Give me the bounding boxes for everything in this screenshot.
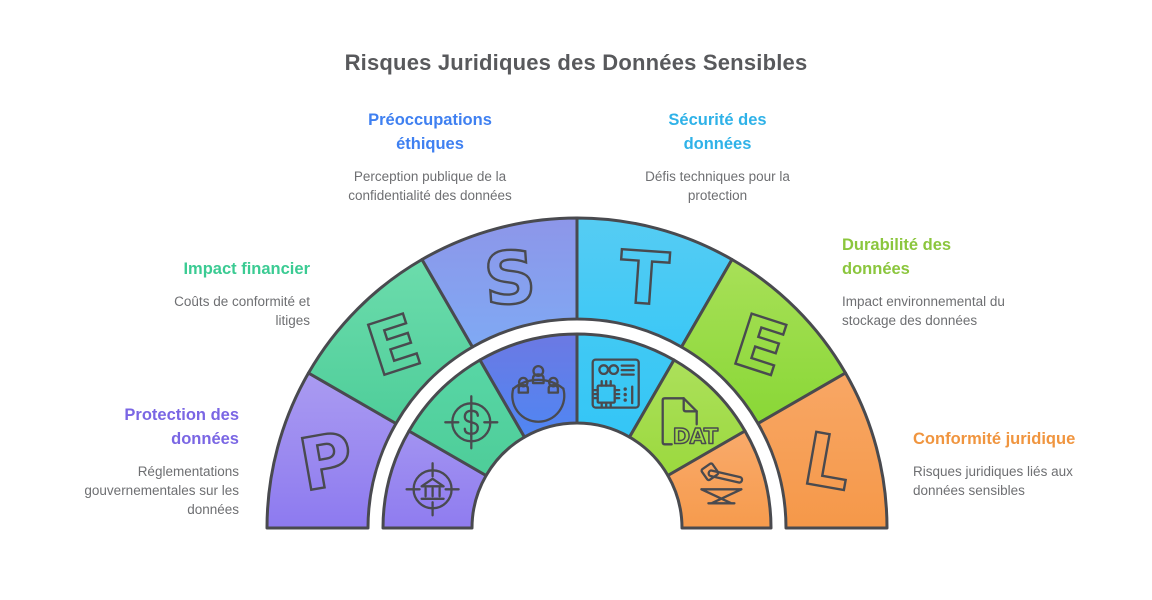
label-description: Impact environnemental du stockage des d… <box>842 294 1005 328</box>
label-heading: Durabilité des données <box>842 236 952 278</box>
label-description: Coûts de conformité et litiges <box>174 294 310 328</box>
people-icon <box>511 364 566 423</box>
label-description: Perception publique de la confidentialit… <box>348 169 512 203</box>
inner-segment <box>381 429 488 530</box>
label-heading: Protection des données <box>124 406 239 448</box>
label-description: Défis techniques pour la protection <box>645 169 790 203</box>
dollar-target-icon <box>444 395 499 450</box>
dat-file-icon: DAT <box>661 397 720 449</box>
page-title: Risques Juridiques des Données Sensibles <box>344 50 808 75</box>
label-heading: Préoccupations éthiques <box>368 111 492 153</box>
circuit-board-icon <box>591 358 640 409</box>
outer-segment-legal: L <box>756 371 889 530</box>
label-description: Réglementations gouvernementales sur les… <box>84 464 239 517</box>
label-description: Risques juridiques liés aux données sens… <box>913 464 1073 498</box>
outer-segment-politique: P <box>265 371 398 530</box>
outer-segment-social: S <box>420 216 579 349</box>
label-heading: Sécurité des données <box>668 111 767 153</box>
gavel-icon <box>700 462 744 505</box>
inner-segment <box>478 332 579 439</box>
bank-target-icon <box>405 462 460 517</box>
label-heading: Impact financier <box>183 260 310 278</box>
segment-letter-S: S <box>481 235 539 322</box>
inner-segment <box>666 429 773 530</box>
label-heading: Conformité juridique <box>913 430 1076 448</box>
svg-text:DAT: DAT <box>673 424 719 448</box>
segment-letter-T: T <box>617 235 672 322</box>
outer-segment-technologique: T <box>575 216 734 349</box>
outer-segment-economique: E <box>307 258 474 425</box>
